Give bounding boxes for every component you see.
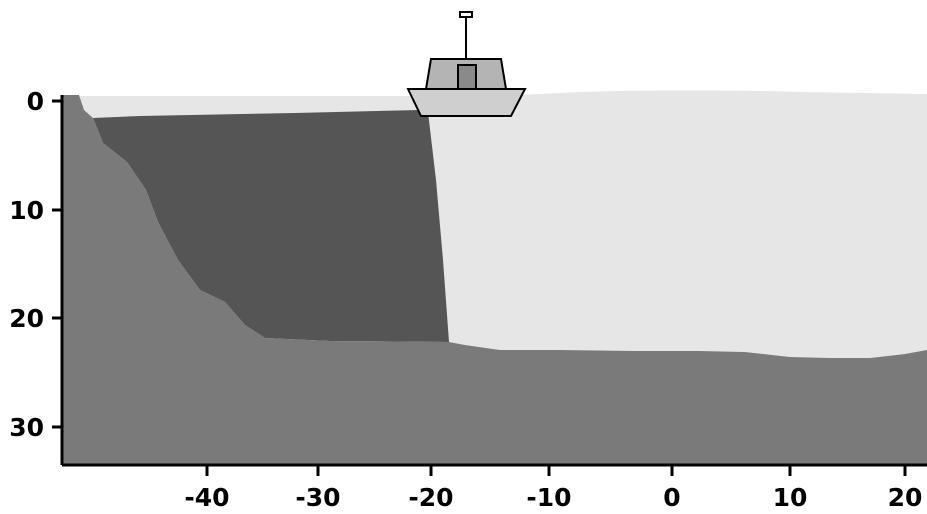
x-tick-label: 0 [663, 483, 680, 512]
x-tick-label: -30 [295, 483, 340, 512]
seabed-region [62, 95, 927, 465]
dark-plume-region [93, 110, 449, 342]
x-tick-label: -20 [408, 483, 453, 512]
y-tick-label: 0 [27, 87, 44, 116]
y-tick-label: 30 [9, 413, 44, 442]
x-axis-ticks: -40 -30 -20 -10 0 10 20 [184, 465, 922, 512]
boat-hull [406, 88, 527, 117]
y-tick-label: 10 [9, 196, 44, 225]
survey-boat-icon [406, 11, 527, 117]
boat-mast-top [459, 11, 473, 18]
x-tick-label: -10 [526, 483, 571, 512]
x-tick-label: -40 [184, 483, 229, 512]
boat-window [457, 64, 477, 90]
y-tick-label: 20 [9, 304, 44, 333]
y-axis-ticks: 0 10 20 30 [9, 87, 62, 442]
x-tick-label: 20 [888, 483, 923, 512]
x-tick-label: 10 [773, 483, 808, 512]
